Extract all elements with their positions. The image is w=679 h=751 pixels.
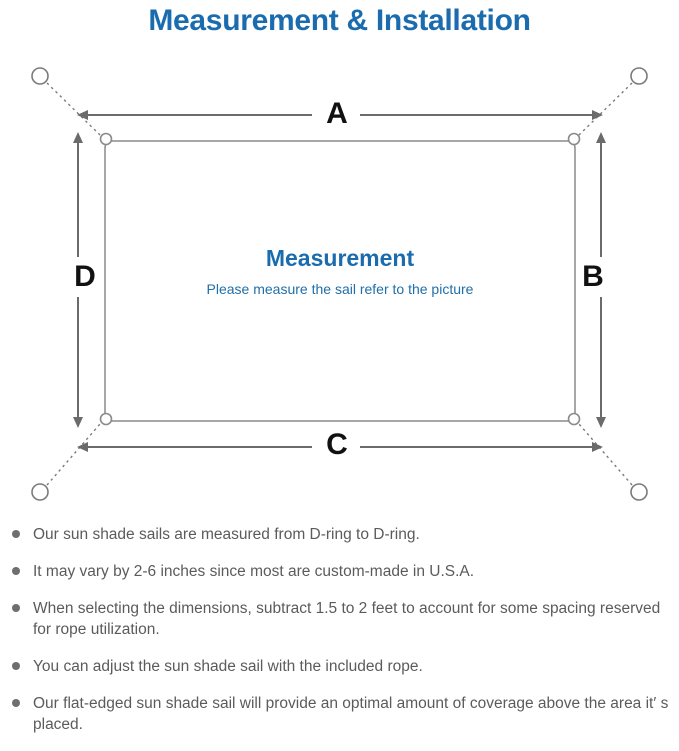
- list-item: You can adjust the sun shade sail with t…: [0, 656, 679, 677]
- note-text: It may vary by 2-6 inches since most are…: [33, 563, 475, 580]
- rope-top-left: [46, 82, 101, 136]
- d-ring-bottom-right: [567, 412, 581, 426]
- sail-heading: Measurement: [266, 245, 415, 271]
- bullet-icon: [12, 530, 20, 538]
- rope-top-right: [578, 82, 633, 136]
- list-item: When selecting the dimensions, subtract …: [0, 598, 679, 640]
- bullet-icon: [12, 567, 20, 575]
- anchor-rings: [31, 67, 648, 501]
- d-ring-bottom-left: [99, 412, 113, 426]
- d-rings: [99, 132, 581, 426]
- bullet-icon: [12, 662, 20, 670]
- notes-list: Our sun shade sails are measured from D-…: [0, 524, 679, 751]
- anchor-ring-bottom-left: [31, 483, 49, 501]
- dimension-label-b: B: [582, 260, 604, 293]
- d-ring-top-right: [567, 132, 581, 146]
- note-text: Our sun shade sails are measured from D-…: [33, 526, 420, 543]
- anchor-ring-top-left: [31, 67, 49, 85]
- note-text: When selecting the dimensions, subtract …: [33, 600, 661, 638]
- dimension-label-d: D: [74, 260, 96, 293]
- rope-lines: [46, 82, 633, 486]
- note-text: You can adjust the sun shade sail with t…: [33, 658, 423, 675]
- anchor-ring-bottom-right: [630, 483, 648, 501]
- list-item: Our sun shade sails are measured from D-…: [0, 524, 679, 545]
- anchor-ring-top-right: [630, 67, 648, 85]
- measurement-diagram-svg: A C D B Measurement Please measure the s…: [31, 67, 648, 501]
- bullet-icon: [12, 699, 20, 707]
- dimension-label-a: A: [326, 97, 348, 130]
- d-ring-top-left: [99, 132, 113, 146]
- measurement-diagram: A C D B Measurement Please measure the s…: [0, 44, 679, 514]
- dimension-label-c: C: [326, 428, 348, 461]
- page-title: Measurement & Installation: [148, 4, 531, 37]
- sail-subheading: Please measure the sail refer to the pic…: [207, 281, 474, 297]
- rope-bottom-right: [578, 423, 633, 486]
- list-item: It may vary by 2-6 inches since most are…: [0, 561, 679, 582]
- list-item: Our flat-edged sun shade sail will provi…: [0, 693, 679, 735]
- note-text: Our flat-edged sun shade sail will provi…: [33, 695, 669, 733]
- sail-rectangle: [104, 140, 576, 422]
- bullet-icon: [12, 604, 20, 612]
- rope-bottom-left: [46, 423, 101, 486]
